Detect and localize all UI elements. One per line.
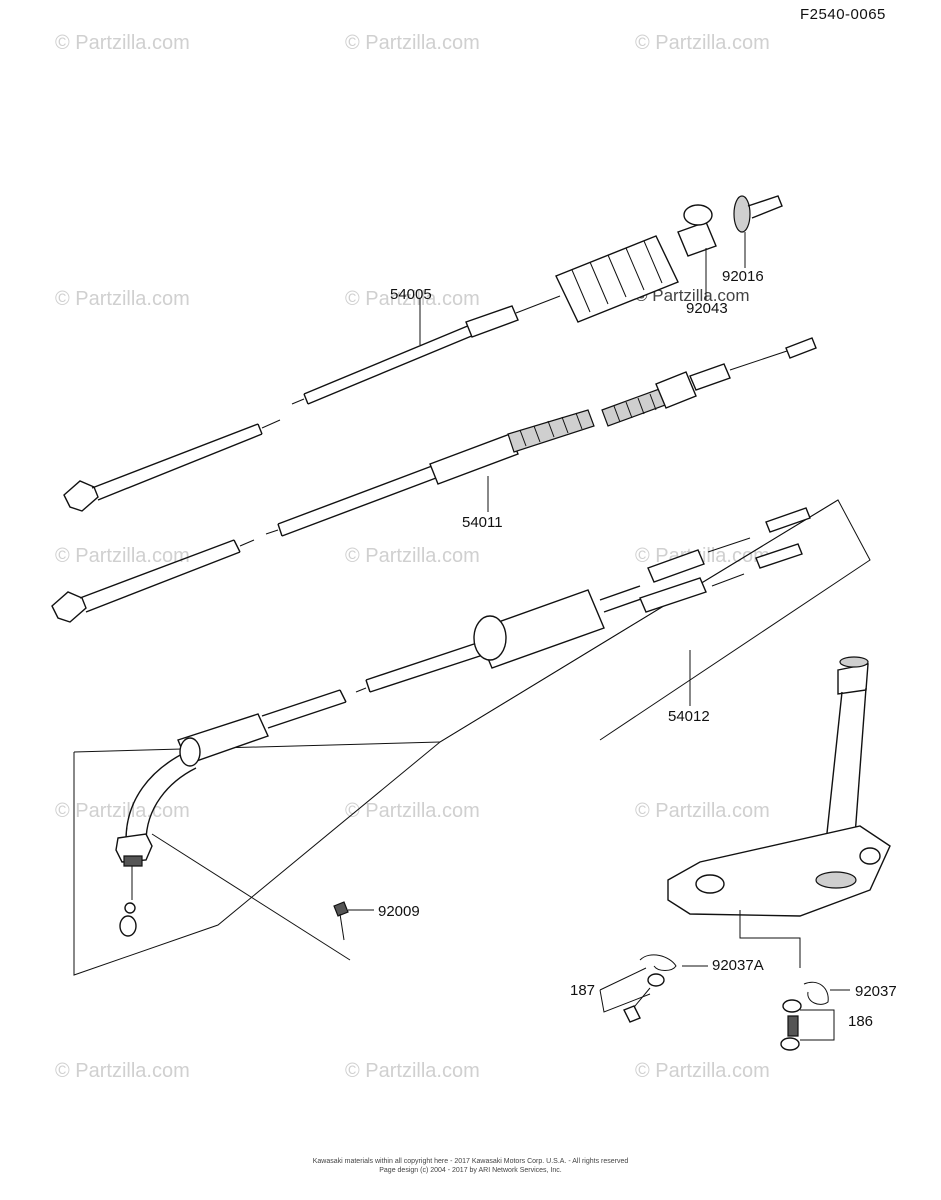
- watermark: © Partzilla.com: [635, 800, 770, 822]
- watermark: © Partzilla.com: [345, 1060, 480, 1082]
- steering-stem-drawing: [599, 656, 891, 1051]
- callout-92043[interactable]: 92043: [686, 300, 728, 317]
- watermark: © Partzilla.com: [55, 545, 190, 567]
- callout-54012[interactable]: 54012: [668, 708, 710, 725]
- callout-92016[interactable]: 92016: [722, 268, 764, 285]
- watermark: © Partzilla.com: [345, 288, 480, 310]
- callout-92037[interactable]: 92037: [855, 983, 897, 1000]
- cable-54012-drawing: [73, 499, 871, 976]
- watermark: © Partzilla.com: [345, 32, 480, 54]
- watermark: © Partzilla.com: [345, 800, 480, 822]
- callout-54005[interactable]: 54005: [390, 286, 432, 303]
- callout-54011[interactable]: 54011: [462, 514, 503, 531]
- page-design-line: Page design (c) 2004 - 2017 by ARI Netwo…: [379, 1167, 562, 1174]
- watermark: © Partzilla.com: [345, 545, 480, 567]
- callout-92037A[interactable]: 92037A: [712, 957, 764, 974]
- watermark: © Partzilla.com: [55, 1060, 190, 1082]
- watermark: © Partzilla.com: [55, 288, 190, 310]
- figure-code: F2540-0065: [800, 6, 886, 23]
- watermark: © Partzilla.com: [635, 286, 750, 305]
- cable-54005-drawing: [63, 195, 783, 512]
- watermark: © Partzilla.com: [635, 32, 770, 54]
- cable-54011-drawing: [51, 337, 817, 623]
- callout-187[interactable]: 187: [570, 982, 596, 999]
- watermark: © Partzilla.com: [55, 32, 190, 54]
- copyright-line: Kawasaki materials within all copyright …: [312, 1158, 629, 1165]
- callout-92009[interactable]: 92009: [378, 903, 420, 920]
- watermark: © Partzilla.com: [635, 1060, 770, 1082]
- callout-186[interactable]: 186: [848, 1013, 874, 1030]
